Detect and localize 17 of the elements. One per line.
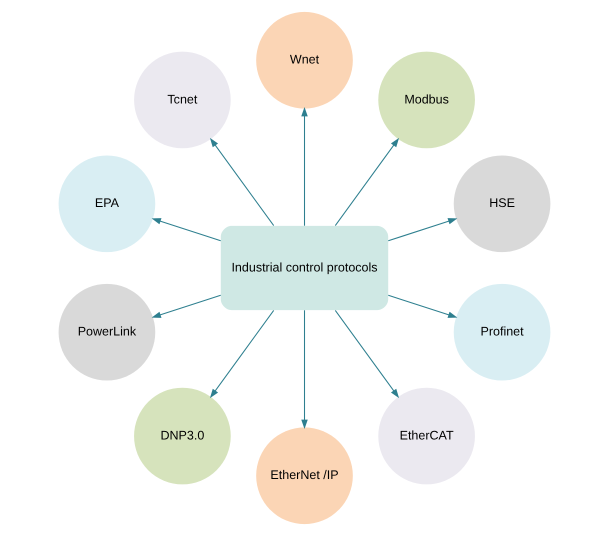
arrow [388,294,457,318]
node-circle: Profinet [453,284,550,381]
arrow [151,218,220,242]
node-circle: Wnet [256,12,352,109]
node-box: Industrial control protocols [220,226,388,310]
arrow [300,310,308,429]
arrow [209,138,274,226]
arrow [151,294,220,318]
arrow [209,310,274,398]
arrow [300,107,308,226]
node-circle: PowerLink [58,284,155,381]
arrow [334,138,399,226]
arrow [334,310,399,398]
arrow [388,218,457,242]
node-circle: EtherNet /IP [256,427,352,524]
node-circle: EPA [58,155,155,252]
node-circle: HSE [453,155,550,252]
